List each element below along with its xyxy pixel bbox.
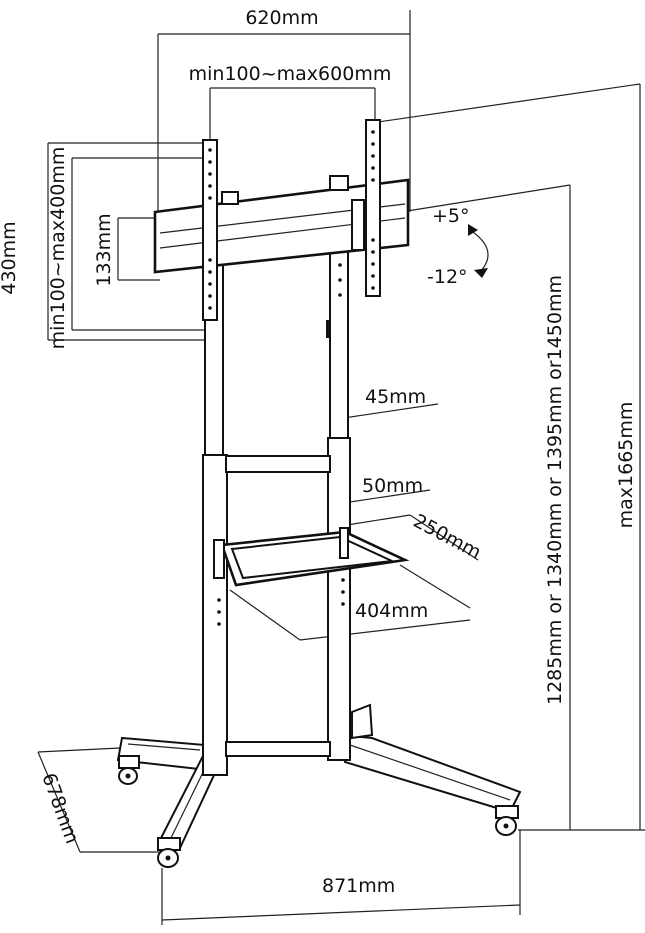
label-mount-heights: 1285mm or 1340mm or 1395mm or1450mm (544, 275, 566, 705)
label-45mm: 45mm (365, 386, 426, 408)
label-678mm: 678mm (37, 770, 83, 846)
label-vesa-vertical: min100~max400mm (47, 147, 69, 350)
upright-poles (202, 249, 351, 776)
caster-wheel-left-front (157, 837, 181, 868)
label-tilt-down: -12° (427, 266, 468, 288)
caster-wheel-left-back (118, 755, 140, 785)
label-404mm: 404mm (355, 600, 428, 622)
label-50mm: 50mm (362, 475, 423, 497)
label-430mm: 430mm (0, 221, 20, 294)
vesa-mounting-bracket (153, 119, 410, 321)
base-legs (116, 703, 522, 868)
caster-wheel-right (495, 805, 519, 836)
label-620mm: 620mm (245, 7, 318, 29)
label-vesa-horizontal: min100~max600mm (189, 63, 392, 85)
label-133mm: 133mm (93, 213, 115, 286)
label-871mm: 871mm (322, 875, 395, 897)
tilt-arrow-icon (468, 224, 489, 278)
bracket-holes (208, 130, 375, 310)
label-250mm: 250mm (410, 510, 485, 564)
av-shelf (213, 527, 410, 626)
label-max-height: max1665mm (615, 402, 637, 529)
label-tilt-up: +5° (432, 205, 470, 227)
